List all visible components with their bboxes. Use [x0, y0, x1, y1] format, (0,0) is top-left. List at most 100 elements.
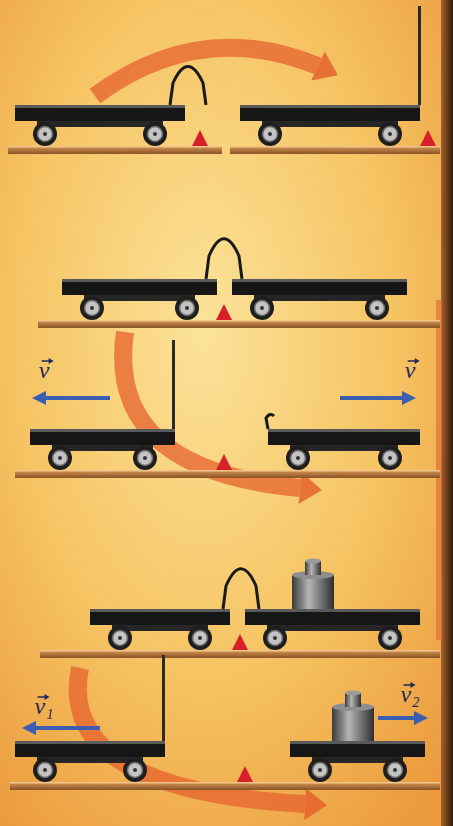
wheel-hub [313, 763, 328, 778]
wheel-hub [388, 763, 403, 778]
cart [15, 741, 165, 782]
shelf [38, 320, 440, 328]
stopper [216, 304, 232, 320]
spring-plate [170, 67, 206, 106]
cart-top-edge [268, 429, 420, 432]
cart [62, 279, 217, 320]
velocity-arrow-head [402, 391, 416, 405]
wheel-axle [185, 306, 189, 310]
wheel-hub [291, 451, 306, 466]
wheel [143, 122, 167, 146]
wheel [286, 446, 310, 470]
cart-chassis [254, 294, 385, 301]
cart-body [15, 741, 165, 757]
shelf [15, 470, 440, 478]
motion-arrow-body [95, 48, 318, 96]
wheel-hub [383, 451, 398, 466]
wheel [175, 296, 199, 320]
cart-top-edge [90, 609, 230, 612]
wheel-axle [388, 456, 392, 460]
stopper [192, 130, 208, 146]
wheel-hub [148, 127, 163, 142]
wheel [365, 296, 389, 320]
shelf [230, 146, 440, 154]
cart-body [232, 279, 407, 295]
stopper [420, 130, 436, 146]
wheel-hub [38, 127, 53, 142]
cart-body [245, 609, 420, 625]
shelf-edge [10, 782, 440, 784]
weight-knob-top [305, 559, 321, 564]
wheel-hub [128, 763, 143, 778]
wheel [250, 296, 274, 320]
velocity-arrow [378, 716, 418, 720]
wheel-axle [318, 768, 322, 772]
wheel-axle [268, 132, 272, 136]
shelf [10, 782, 440, 790]
wheel-axle [260, 306, 264, 310]
stopper [232, 634, 248, 650]
wheel [33, 122, 57, 146]
shelf [8, 146, 222, 154]
cart-top-edge [15, 741, 165, 744]
cart [15, 105, 185, 146]
wheel-hub [180, 301, 195, 316]
wheel-axle [118, 636, 122, 640]
cart-body [30, 429, 175, 445]
velocity-label: v₂ [401, 680, 420, 708]
motion-arrow-head [304, 788, 327, 820]
rod [418, 6, 421, 105]
wheel-hub [193, 631, 208, 646]
shelf-edge [8, 146, 222, 148]
rod [172, 340, 175, 429]
wheel-hub [85, 301, 100, 316]
shelf-edge [230, 146, 440, 148]
wheel [308, 758, 332, 782]
wheel [378, 122, 402, 146]
cart-chassis [37, 120, 163, 127]
cart [290, 741, 425, 782]
motion-arrow-body [123, 332, 300, 488]
spring-plate [223, 569, 259, 609]
wheel [80, 296, 104, 320]
cart-top-edge [30, 429, 175, 432]
wheel-axle [198, 636, 202, 640]
wheel [133, 446, 157, 470]
velocity-label: v₁ [35, 692, 54, 720]
weight-body [332, 707, 374, 741]
vector-accent-head [415, 358, 420, 364]
wheel-hub [268, 631, 283, 646]
motion-arrow [95, 48, 338, 96]
cart [90, 609, 230, 650]
shelf-edge [15, 470, 440, 472]
cart [30, 429, 175, 470]
motion-arrow [123, 332, 322, 504]
rod [162, 655, 165, 741]
wheel-hub [255, 301, 270, 316]
wheel-axle [43, 768, 47, 772]
wheel-axle [143, 456, 147, 460]
cart-top-edge [240, 105, 420, 108]
wheel-axle [90, 306, 94, 310]
cart [245, 609, 420, 650]
wheel-hub [38, 763, 53, 778]
vector-accent-head [49, 358, 54, 364]
wheel [123, 758, 147, 782]
wheel-hub [53, 451, 68, 466]
cart-top-edge [290, 741, 425, 744]
wheel [378, 446, 402, 470]
cart-chassis [262, 120, 398, 127]
wheel [258, 122, 282, 146]
wheel-axle [296, 456, 300, 460]
velocity-arrow-head [22, 721, 36, 735]
wheel-axle [133, 768, 137, 772]
cart [232, 279, 407, 320]
cart [240, 105, 420, 146]
wheel [33, 758, 57, 782]
velocity-arrow-head [32, 391, 46, 405]
wheel [383, 758, 407, 782]
page-edge [441, 0, 453, 826]
wheel-hub [383, 631, 398, 646]
wheel-axle [153, 132, 157, 136]
